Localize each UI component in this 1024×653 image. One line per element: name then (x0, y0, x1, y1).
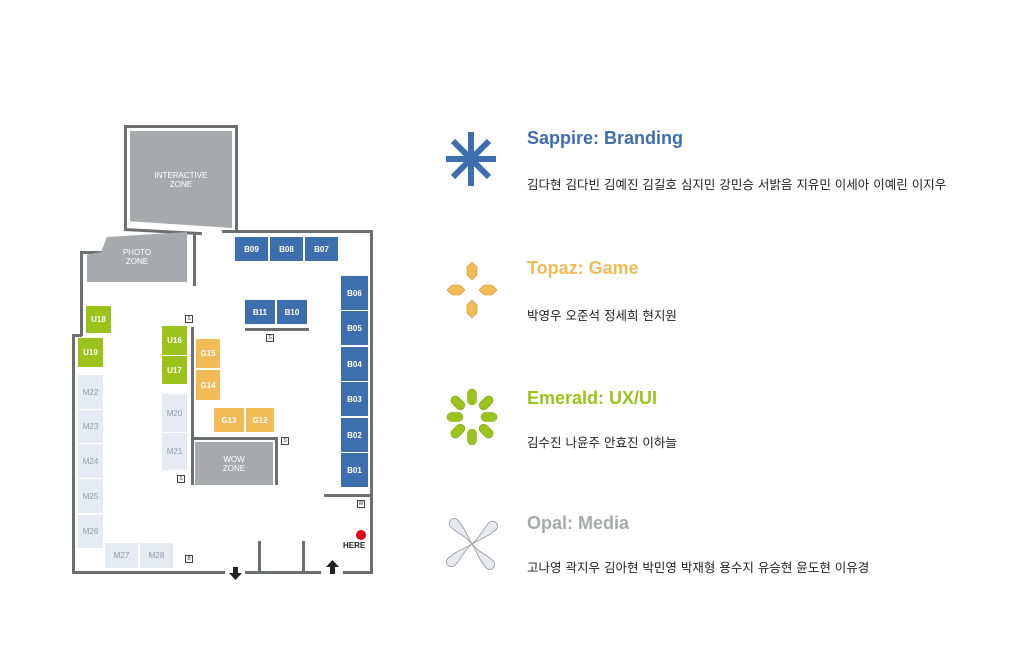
booth-b11[interactable]: B11 (245, 300, 275, 324)
booth-m25[interactable]: M25 (78, 479, 103, 513)
legend-names-opal: 고나영 곽지우 김아현 박민영 박재형 용수지 유승현 윤도현 이유경 (527, 560, 870, 575)
legend-title-sappire: Sappire: Branding (527, 128, 684, 148)
dpad-icon (446, 261, 498, 319)
wall (124, 125, 237, 128)
x-petal-icon (446, 518, 498, 570)
wall (72, 571, 225, 574)
booth-g13[interactable]: G13 (214, 408, 244, 432)
spinner-icon (446, 388, 498, 446)
booth-m26[interactable]: M26 (78, 515, 103, 548)
booth-b10[interactable]: B10 (277, 300, 307, 324)
wall (275, 437, 278, 485)
legend-title-topaz: Topaz: Game (527, 258, 639, 278)
booth-g12[interactable]: G12 (246, 408, 274, 432)
legend-names-sappire: 김다현 김다빈 김예진 김길호 심지민 강민승 서밝음 지유민 이세아 이예린 … (527, 177, 947, 192)
booth-m28[interactable]: M28 (140, 543, 173, 568)
wall (191, 437, 277, 440)
booth-b07[interactable]: B07 (305, 237, 338, 261)
wall (235, 125, 238, 232)
booth-g14[interactable]: G14 (196, 370, 220, 400)
b-marker: B (185, 555, 193, 563)
wall (80, 251, 104, 254)
booth-b01[interactable]: B01 (341, 453, 368, 487)
stairs-marker: S (266, 334, 274, 342)
wall (343, 571, 373, 574)
booth-m20[interactable]: M20 (162, 394, 187, 432)
wall (80, 251, 83, 336)
exit-arrow-down-icon (229, 567, 242, 580)
legend-names-emerald: 김수진 나윤주 안효진 이하늘 (527, 435, 677, 450)
entrance-arrow-up-icon (326, 560, 339, 574)
here-label: HERE (343, 541, 366, 550)
booth-u17[interactable]: U17 (162, 356, 187, 384)
stairs-marker: S (177, 475, 185, 483)
booth-b05[interactable]: B05 (341, 311, 368, 345)
booth-b02[interactable]: B02 (341, 418, 368, 452)
booth-u18[interactable]: U18 (86, 306, 111, 333)
booth-g15[interactable]: G15 (196, 339, 220, 368)
booth-m24[interactable]: M24 (78, 444, 103, 478)
asterisk-icon (446, 132, 496, 186)
booth-u19[interactable]: U19 (78, 338, 103, 367)
wall (72, 334, 75, 574)
here-dot-icon (356, 530, 366, 540)
wall (258, 541, 261, 573)
booth-b09[interactable]: B09 (235, 237, 268, 261)
booth-b06[interactable]: B06 (341, 276, 368, 310)
booth-m22[interactable]: M22 (78, 375, 103, 409)
wow-zone: WOW ZONE (195, 442, 273, 485)
wall (193, 232, 196, 286)
booth-m27[interactable]: M27 (105, 543, 138, 568)
wall (370, 230, 373, 574)
wall (302, 541, 305, 573)
booth-b03[interactable]: B03 (341, 382, 368, 416)
booth-m23[interactable]: M23 (78, 410, 103, 443)
w-marker: W (357, 500, 365, 508)
booth-u16[interactable]: U16 (162, 326, 187, 355)
booth-b04[interactable]: B04 (341, 347, 368, 381)
booth-m21[interactable]: M21 (162, 433, 187, 470)
photo-zone: PHOTO ZONE (87, 232, 187, 282)
legend-title-emerald: Emerald: UX/UI (527, 388, 658, 408)
legend-title-opal: Opal: Media (527, 513, 630, 533)
booth-b08[interactable]: B08 (270, 237, 303, 261)
wall (124, 125, 127, 228)
wall (191, 327, 194, 485)
stairs-marker: S (185, 315, 193, 323)
legend-names-topaz: 박영우 오준석 정세희 현지원 (527, 308, 677, 323)
wall (245, 328, 309, 331)
wall (222, 230, 373, 233)
interactive-zone: INTERACTIVE ZONE (130, 131, 232, 228)
wall (72, 334, 82, 337)
wall (324, 494, 372, 497)
wall (245, 571, 321, 574)
stairs-marker: S (281, 437, 289, 445)
